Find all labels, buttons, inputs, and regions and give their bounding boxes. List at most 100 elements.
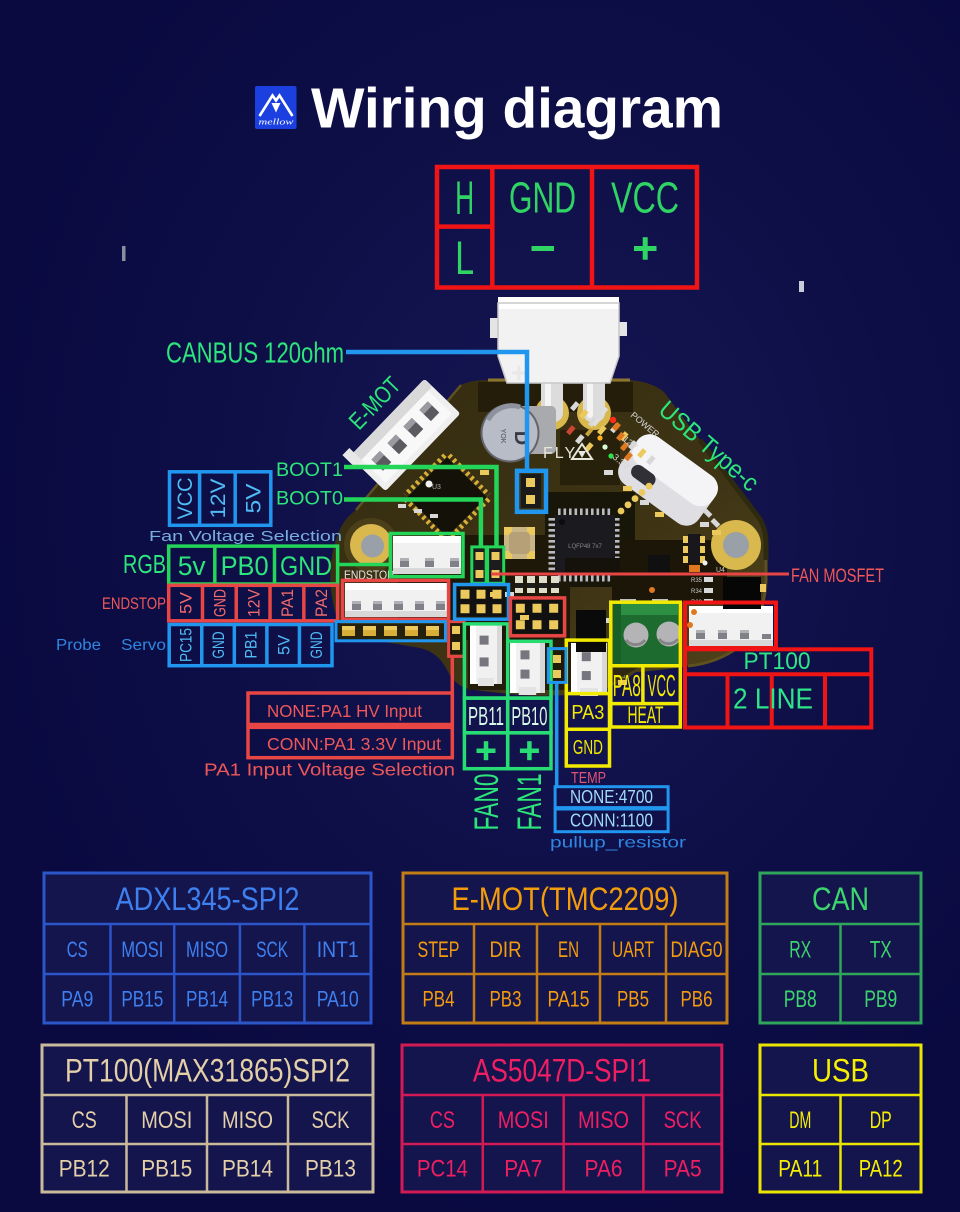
- svg-text:PC14: PC14: [416, 1156, 467, 1183]
- svg-text:HEAT: HEAT: [628, 702, 664, 729]
- svg-text:CANBUS 120ohm: CANBUS 120ohm: [166, 338, 344, 370]
- svg-text:FAN0: FAN0: [468, 774, 506, 831]
- svg-text:PB14: PB14: [186, 987, 228, 1012]
- svg-text:GND: GND: [307, 632, 326, 659]
- svg-text:STEP: STEP: [418, 937, 460, 962]
- svg-text:ENDSTOP: ENDSTOP: [102, 594, 166, 613]
- svg-text:TEMP: TEMP: [571, 770, 606, 787]
- svg-text:GND: GND: [509, 174, 576, 223]
- svg-text:PA1: PA1: [278, 589, 297, 617]
- svg-text:Servo: Servo: [121, 637, 166, 654]
- svg-text:CAN: CAN: [812, 881, 869, 917]
- svg-text:PB13: PB13: [251, 987, 293, 1012]
- svg-text:FAN MOSFET: FAN MOSFET: [791, 566, 884, 587]
- svg-text:PA1 Input Voltage Selection: PA1 Input Voltage Selection: [204, 760, 455, 780]
- svg-text:E-MOT(TMC2209): E-MOT(TMC2209): [452, 881, 679, 917]
- svg-text:YOK: YOK: [499, 429, 506, 444]
- svg-text:MOSI: MOSI: [141, 1107, 192, 1134]
- svg-text:MOSI: MOSI: [121, 937, 163, 962]
- svg-text:DM: DM: [789, 1107, 811, 1134]
- svg-text:12V: 12V: [207, 479, 230, 519]
- svg-text:GND: GND: [211, 589, 230, 617]
- svg-text:PB15: PB15: [141, 1156, 192, 1183]
- svg-text:AS5047D-SPI1: AS5047D-SPI1: [472, 1053, 650, 1089]
- svg-text:LQFP48 7x7: LQFP48 7x7: [568, 544, 602, 550]
- svg-text:5V: 5V: [177, 591, 196, 614]
- svg-text:CONN:PA1 3.3V Input: CONN:PA1 3.3V Input: [267, 734, 441, 754]
- svg-text:GND: GND: [209, 632, 228, 659]
- svg-text:CS: CS: [72, 1107, 97, 1134]
- svg-text:PB12: PB12: [59, 1156, 110, 1183]
- svg-text:SCK: SCK: [312, 1107, 350, 1134]
- svg-text:TX: TX: [870, 937, 892, 964]
- svg-text:PB13: PB13: [305, 1156, 356, 1183]
- svg-text:pullup_resistor: pullup_resistor: [550, 835, 687, 852]
- svg-text:PA12: PA12: [859, 1156, 903, 1183]
- svg-text:L: L: [455, 231, 474, 284]
- svg-text:CS: CS: [67, 937, 88, 962]
- svg-text:GND: GND: [573, 737, 603, 759]
- svg-text:PA7: PA7: [504, 1156, 542, 1183]
- svg-text:PB0: PB0: [221, 551, 269, 581]
- svg-text:PC15: PC15: [177, 628, 196, 662]
- svg-text:Probe: Probe: [56, 637, 101, 654]
- svg-text:PB1: PB1: [242, 632, 261, 659]
- svg-text:5V: 5V: [274, 634, 293, 655]
- svg-text:GND: GND: [280, 551, 332, 581]
- svg-text:5V: 5V: [243, 484, 266, 514]
- svg-text:CS: CS: [429, 1107, 454, 1134]
- svg-text:PA2: PA2: [312, 589, 331, 617]
- svg-text:R34: R34: [691, 589, 703, 595]
- svg-text:PA11: PA11: [778, 1156, 822, 1183]
- svg-text:PA6: PA6: [584, 1156, 622, 1183]
- svg-text:PA8: PA8: [613, 668, 641, 703]
- svg-text:mellow: mellow: [259, 117, 294, 127]
- svg-text:RGB: RGB: [123, 549, 166, 579]
- svg-text:SCK: SCK: [663, 1107, 701, 1134]
- svg-text:U3: U3: [432, 484, 441, 491]
- svg-text:VCC: VCC: [648, 668, 676, 703]
- svg-text:DIAG0: DIAG0: [671, 937, 723, 962]
- svg-text:MISO: MISO: [578, 1107, 629, 1134]
- svg-text:PB3: PB3: [490, 987, 522, 1012]
- svg-text:PB5: PB5: [617, 987, 649, 1012]
- svg-text:NONE:PA1 HV Input: NONE:PA1 HV Input: [267, 701, 422, 721]
- svg-text:PT100(MAX31865)SPI2: PT100(MAX31865)SPI2: [65, 1053, 350, 1089]
- svg-text:FAN1: FAN1: [511, 774, 549, 831]
- svg-text:PB4: PB4: [423, 987, 455, 1012]
- svg-text:VCC: VCC: [174, 478, 197, 520]
- svg-text:RX: RX: [789, 937, 811, 964]
- svg-text:DIR: DIR: [490, 937, 522, 962]
- svg-text:2 LINE: 2 LINE: [733, 684, 813, 716]
- svg-text:BOOT0: BOOT0: [276, 489, 343, 510]
- svg-text:PB10: PB10: [511, 701, 547, 731]
- svg-text:PB6: PB6: [681, 987, 713, 1012]
- svg-text:PT100: PT100: [744, 648, 811, 675]
- svg-text:PB11: PB11: [468, 701, 504, 731]
- svg-text:EN: EN: [558, 937, 579, 962]
- svg-text:VCC: VCC: [611, 174, 679, 223]
- svg-text:SCK: SCK: [256, 937, 288, 962]
- svg-text:MISO: MISO: [222, 1107, 273, 1134]
- svg-text:PB8: PB8: [784, 986, 817, 1013]
- svg-text:U4: U4: [716, 567, 725, 574]
- svg-text:NONE:4700: NONE:4700: [570, 786, 653, 807]
- svg-text:USB: USB: [812, 1053, 869, 1089]
- svg-text:UART: UART: [612, 937, 654, 962]
- svg-text:CONN:1100: CONN:1100: [570, 810, 653, 831]
- svg-text:H: H: [455, 171, 474, 224]
- svg-text:PA5: PA5: [663, 1156, 701, 1183]
- svg-text:PB9: PB9: [864, 986, 897, 1013]
- svg-text:BOOT1: BOOT1: [276, 460, 343, 481]
- svg-text:5v: 5v: [178, 551, 206, 581]
- svg-text:PA3: PA3: [571, 702, 604, 724]
- svg-text:MOSI: MOSI: [497, 1107, 548, 1134]
- svg-text:Wiring diagram: Wiring diagram: [311, 77, 723, 141]
- svg-text:Fan Voltage Selection: Fan Voltage Selection: [149, 528, 342, 545]
- svg-text:DP: DP: [870, 1107, 892, 1134]
- svg-text:ADXL345-SPI2: ADXL345-SPI2: [116, 881, 300, 917]
- svg-text:FLY: FLY: [543, 445, 577, 462]
- svg-text:INT1: INT1: [317, 937, 359, 962]
- svg-text:MISO: MISO: [186, 937, 228, 962]
- svg-text:PA9: PA9: [61, 987, 93, 1012]
